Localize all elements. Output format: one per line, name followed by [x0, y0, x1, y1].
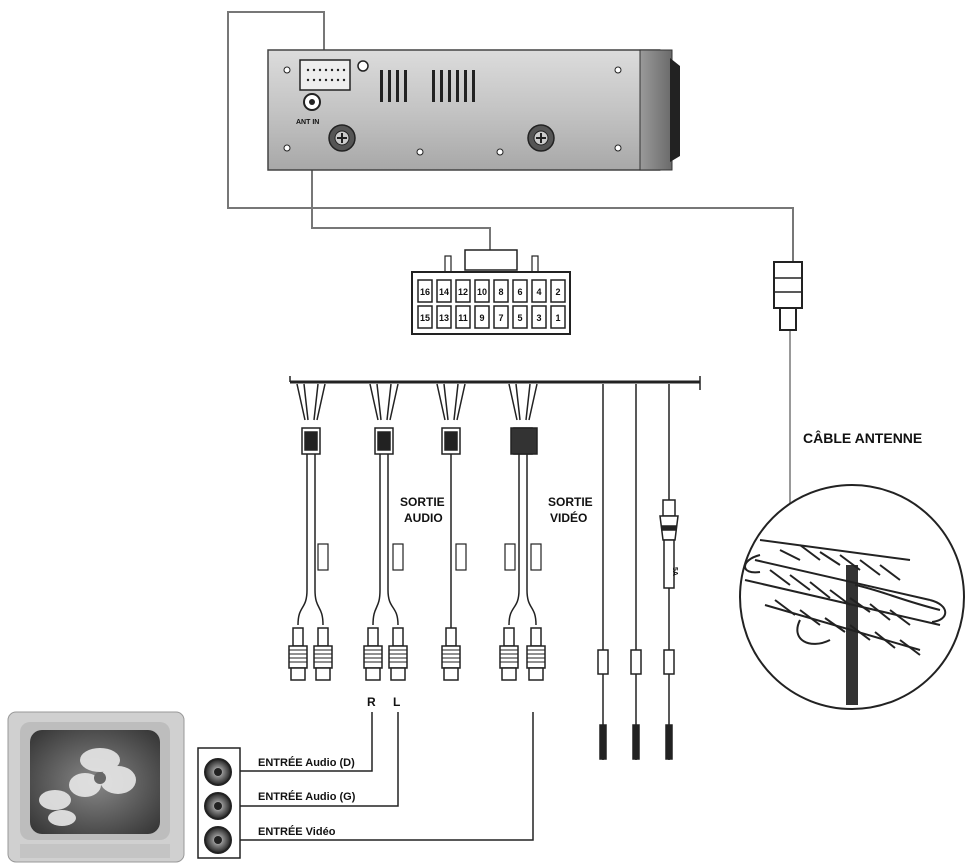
connector-pin-label: 9 [479, 313, 484, 323]
plug-r-label: R [367, 695, 376, 709]
sortie-audio-label-1: SORTIE [400, 495, 445, 509]
tv-illustration [7, 711, 185, 863]
head-unit: ANT IN [267, 49, 680, 171]
cable-antenne-label: CÂBLE ANTENNE [803, 429, 922, 446]
connector-pin [455, 305, 471, 329]
unit-screws [328, 124, 555, 152]
connector-pin [531, 305, 547, 329]
antenna-plug [773, 261, 803, 331]
connector-pin [436, 305, 452, 329]
connector-pin-label: 5 [517, 313, 522, 323]
unit-connector-socket [299, 59, 351, 91]
connector-pin-label: 13 [439, 313, 449, 323]
fuse-label: 5A [671, 567, 678, 576]
connector-pin [493, 279, 509, 303]
connector-pin [531, 279, 547, 303]
connector-pin-label: 12 [458, 287, 468, 297]
iso-connector: 16 14 12 10 8 6 4 2 15 13 11 9 7 5 3 1 [411, 249, 571, 335]
connector-pin [512, 305, 528, 329]
plug-l-label: L [393, 695, 400, 709]
connector-pin [550, 305, 566, 329]
connector-pin-label: 6 [517, 287, 522, 297]
connector-pin [455, 279, 471, 303]
connector-pins-top: 16 14 12 10 8 6 4 2 [417, 279, 566, 303]
bare-wires [597, 384, 679, 760]
connector-pin-label: 1 [555, 313, 560, 323]
connector-pin-label: 8 [498, 287, 503, 297]
connector-pin [417, 305, 433, 329]
connector-pin [436, 279, 452, 303]
connector-pin-label: 10 [477, 287, 487, 297]
antenna-illustration [739, 484, 965, 710]
connector-pin [417, 279, 433, 303]
entree-audio-g-label: ENTRÉE Audio (G) [258, 790, 356, 803]
sortie-video-label-1: SORTIE [548, 495, 593, 509]
connector-pin-label: 15 [420, 313, 430, 323]
antenna-cable-line [227, 11, 794, 262]
connector-pin-label: 3 [536, 313, 541, 323]
tv-input-panel [197, 747, 241, 859]
connector-pin-label: 4 [536, 287, 541, 297]
ant-in-label: ANT IN [296, 119, 319, 126]
sortie-video-label-2: VIDÉO [550, 510, 587, 525]
tv-connection-lines [240, 712, 534, 841]
sortie-audio-label-2: AUDIO [404, 511, 443, 525]
entree-video-label: ENTRÉE Vidéo [258, 825, 336, 838]
connector-pin [550, 279, 566, 303]
connector-pin-label: 11 [458, 313, 468, 323]
connector-pin [474, 279, 490, 303]
connector-pin-label: 7 [498, 313, 503, 323]
connector-pin-label: 2 [555, 287, 560, 297]
connector-pin [474, 305, 490, 329]
connector-pins-bottom: 15 13 11 9 7 5 3 1 [417, 305, 566, 329]
connector-pin [512, 279, 528, 303]
connector-pin-label: 14 [439, 287, 449, 297]
entree-audio-d-label: ENTRÉE Audio (D) [258, 756, 355, 769]
connector-pin [493, 305, 509, 329]
rca-cable-bundle [288, 383, 546, 681]
connector-pin-label: 16 [420, 287, 430, 297]
